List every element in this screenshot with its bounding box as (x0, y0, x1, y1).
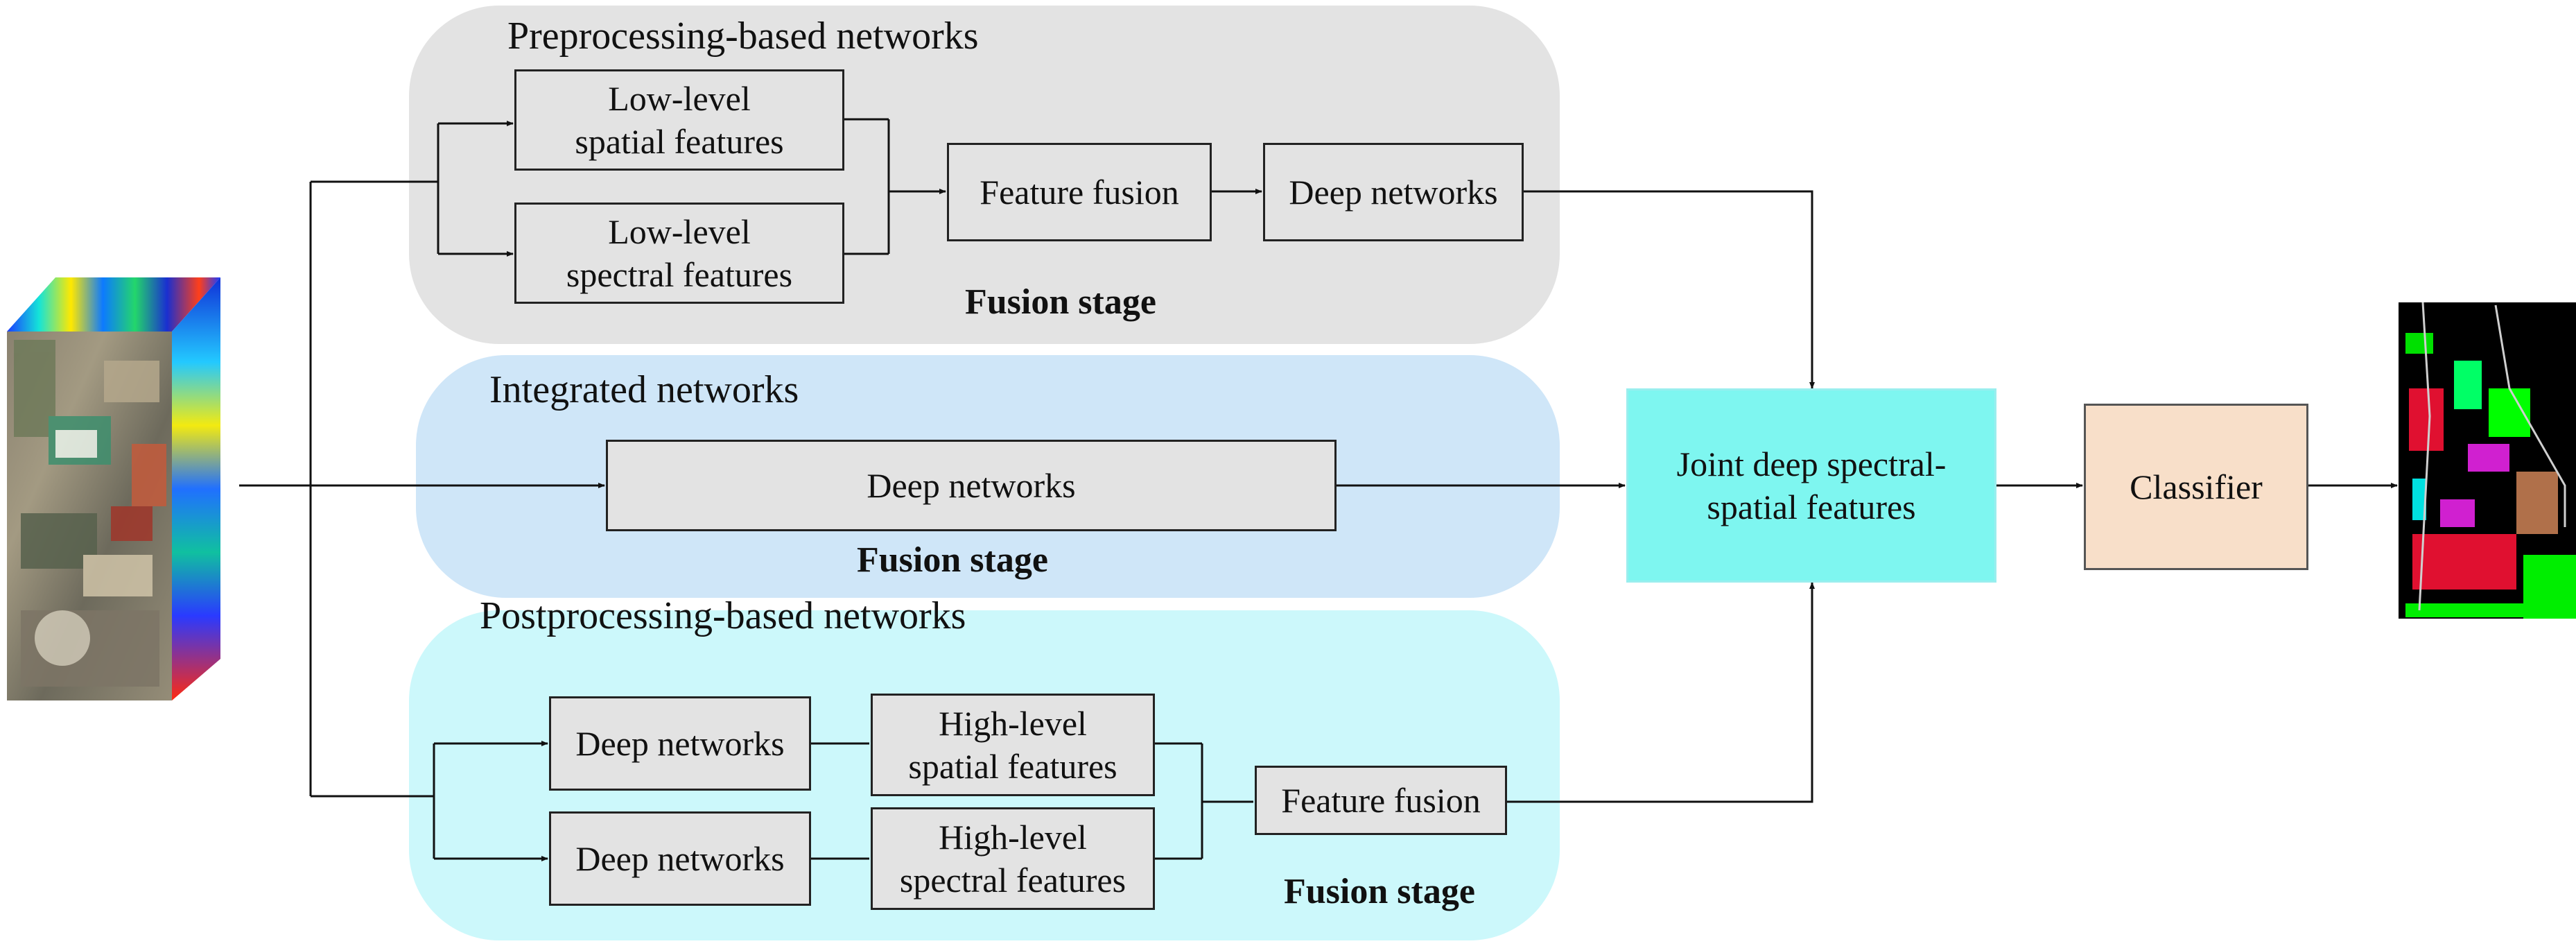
low-spatial-line1: Low-level (608, 79, 751, 118)
classifier-box: Classifier (2084, 404, 2308, 570)
high-spectral-line1: High-level (939, 818, 1087, 857)
pre-feature-fusion-box: Feature fusion (947, 143, 1212, 241)
high-spatial-line1: High-level (939, 704, 1087, 743)
preprocessing-fusion-stage-label: Fusion stage (965, 282, 1156, 322)
joint-line2: spatial features (1707, 488, 1916, 526)
joint-line1: Joint deep spectral- (1676, 445, 1947, 483)
post-deep-networks-box-1: Deep networks (549, 696, 811, 791)
low-level-spectral-features-box: Low-level spectral features (514, 203, 844, 304)
low-spectral-line1: Low-level (608, 212, 751, 251)
high-spatial-line2: spatial features (908, 747, 1117, 786)
preprocessing-title: Preprocessing-based networks (507, 15, 979, 58)
integrated-fusion-stage-label: Fusion stage (857, 540, 1048, 580)
postprocessing-fusion-stage-label: Fusion stage (1284, 872, 1475, 911)
high-level-spatial-features-box: High-level spatial features (871, 694, 1155, 796)
postprocessing-title: Postprocessing-based networks (480, 594, 966, 637)
low-level-spatial-features-box: Low-level spatial features (514, 69, 844, 171)
pre-deep-networks-box: Deep networks (1263, 143, 1524, 241)
joint-deep-spectral-spatial-features-box: Joint deep spectral- spatial features (1626, 388, 1996, 583)
high-level-spectral-features-box: High-level spectral features (871, 807, 1155, 910)
post-deep-networks-box-2: Deep networks (549, 811, 811, 906)
low-spatial-line2: spatial features (575, 122, 784, 161)
low-spectral-line2: spectral features (566, 255, 793, 294)
post-feature-fusion-box: Feature fusion (1255, 766, 1507, 835)
integrated-title: Integrated networks (489, 368, 799, 411)
high-spectral-line2: spectral features (899, 861, 1126, 900)
integrated-deep-networks-box: Deep networks (606, 440, 1337, 531)
